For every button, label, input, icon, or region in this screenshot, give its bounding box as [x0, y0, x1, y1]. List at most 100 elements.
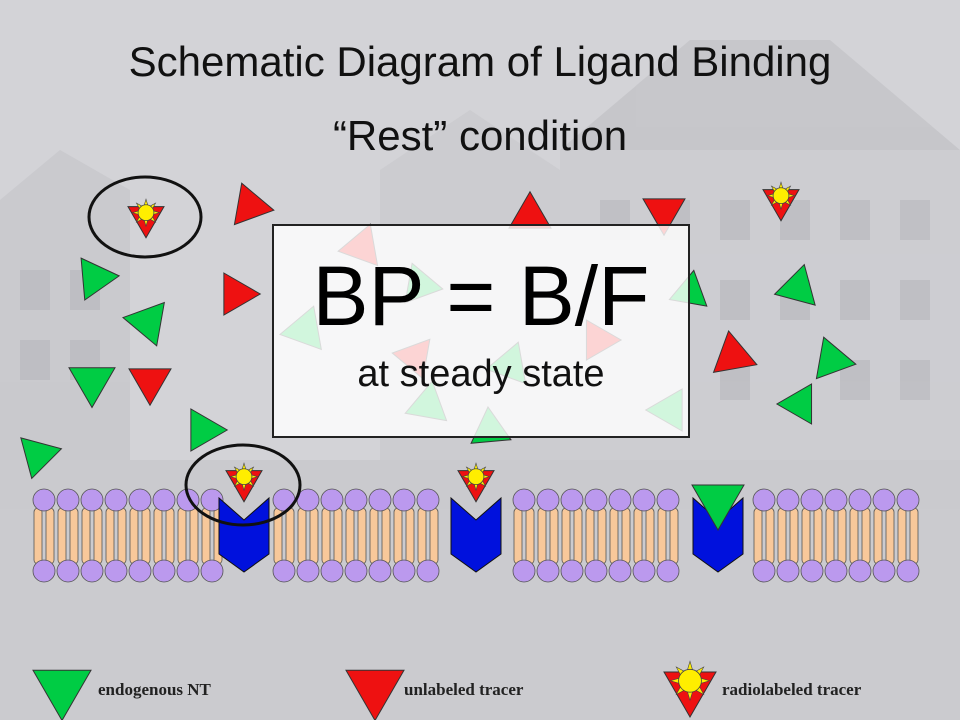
lipid-head-top — [368, 488, 392, 512]
lipid-head-top — [104, 488, 128, 512]
lipid-tail — [549, 507, 559, 565]
lipid — [584, 488, 608, 583]
lipid-head-bottom — [800, 559, 824, 583]
endogenous-nt-16 — [691, 484, 745, 532]
lipid-tail — [621, 507, 631, 565]
highlight-circle-bound — [184, 443, 302, 527]
lipid-tail — [861, 507, 871, 565]
window-grid — [20, 200, 930, 400]
lipid-tail — [81, 507, 91, 565]
lipid-head-top — [896, 488, 920, 512]
lipid-tail — [909, 507, 919, 565]
lipid-head-bottom — [896, 559, 920, 583]
lipid-tail — [69, 507, 79, 565]
lipid-tail — [153, 507, 163, 565]
lipid — [392, 488, 416, 583]
lipid-head-top — [824, 488, 848, 512]
lipid-head-bottom — [656, 559, 680, 583]
lipid — [824, 488, 848, 583]
lipid-tail — [333, 507, 343, 565]
lipid-head-bottom — [632, 559, 656, 583]
lipid — [752, 488, 776, 583]
sun-core — [772, 187, 790, 204]
equation-subtext: at steady state — [357, 353, 605, 395]
page-subtitle: “Rest” condition — [332, 112, 628, 159]
lipid-head-top — [512, 488, 536, 512]
equation-box: BP = B/F at steady state — [272, 224, 690, 438]
unlabeled-tracer-3 — [128, 368, 172, 407]
unlabeled-tracer-5 — [642, 198, 686, 237]
lipid-tail — [369, 507, 379, 565]
lipid-tail — [561, 507, 571, 565]
free-ligands — [20, 181, 857, 532]
lipid-head-bottom — [320, 559, 344, 583]
lipid-head-top — [584, 488, 608, 512]
lipid-head-bottom — [128, 559, 152, 583]
lipid — [800, 488, 824, 583]
endogenous-nt-4 — [20, 437, 63, 480]
lipid-tail — [657, 507, 667, 565]
lipid — [896, 488, 920, 583]
lipid-tail — [525, 507, 535, 565]
lipid-tail — [885, 507, 895, 565]
lipid-tail — [345, 507, 355, 565]
lipid-head-top — [872, 488, 896, 512]
lipid — [152, 488, 176, 583]
highlight-circles — [87, 175, 302, 527]
lipid-tail — [633, 507, 643, 565]
lipid-tail — [165, 507, 175, 565]
lipid-tail — [609, 507, 619, 565]
lipid-tail — [141, 507, 151, 565]
unlabeled-tracer-9 — [712, 329, 758, 373]
lipid — [776, 488, 800, 583]
lipid-head-top — [800, 488, 824, 512]
lipid — [608, 488, 632, 583]
lipid-head-top — [776, 488, 800, 512]
lipid-tail — [573, 507, 583, 565]
lipid — [176, 488, 200, 583]
sun-core — [467, 468, 485, 485]
lipid-tail — [117, 507, 127, 565]
unlabeled-tracer-2 — [223, 272, 262, 316]
lipid — [656, 488, 680, 583]
lipid-tail — [801, 507, 811, 565]
lipid-tail — [57, 507, 67, 565]
lipid-head-top — [80, 488, 104, 512]
lipid-head-top — [560, 488, 584, 512]
lipid-head-top — [32, 488, 56, 512]
lipid-tail — [357, 507, 367, 565]
lipid-head-bottom — [272, 559, 296, 583]
lipid-tail — [309, 507, 319, 565]
endogenous-nt-3 — [68, 367, 116, 409]
legend-label-endogenous: endogenous NT — [98, 680, 211, 699]
lipid-tail — [177, 507, 187, 565]
red-triangle-icon — [345, 669, 405, 720]
radiolabeled-tracer-icon — [663, 660, 717, 719]
cell-membrane — [32, 488, 920, 583]
lipid-head-top — [200, 488, 224, 512]
lipid-tail — [597, 507, 607, 565]
lipid-head-bottom — [584, 559, 608, 583]
lipid-tail — [513, 507, 523, 565]
lipid-tail — [765, 507, 775, 565]
lipid-head-top — [632, 488, 656, 512]
lipid-head-bottom — [32, 559, 56, 583]
lipid-head-bottom — [824, 559, 848, 583]
endogenous-nt-15 — [775, 383, 813, 425]
lipid-head-bottom — [848, 559, 872, 583]
lipid — [32, 488, 56, 583]
highlight-circle-free — [87, 175, 203, 259]
lipid-head-bottom — [560, 559, 584, 583]
radiolabel-sun-icon — [131, 198, 161, 228]
lipid-tail — [321, 507, 331, 565]
radiolabel-sun-icon — [229, 462, 259, 492]
lipid-tail — [789, 507, 799, 565]
lipid-tail — [777, 507, 787, 565]
lipid-tail — [189, 507, 199, 565]
lipid-tail — [93, 507, 103, 565]
lipid — [848, 488, 872, 583]
radiolabel-sun-icon — [461, 462, 491, 492]
lipid-tail — [813, 507, 823, 565]
lipid-tail — [297, 507, 307, 565]
